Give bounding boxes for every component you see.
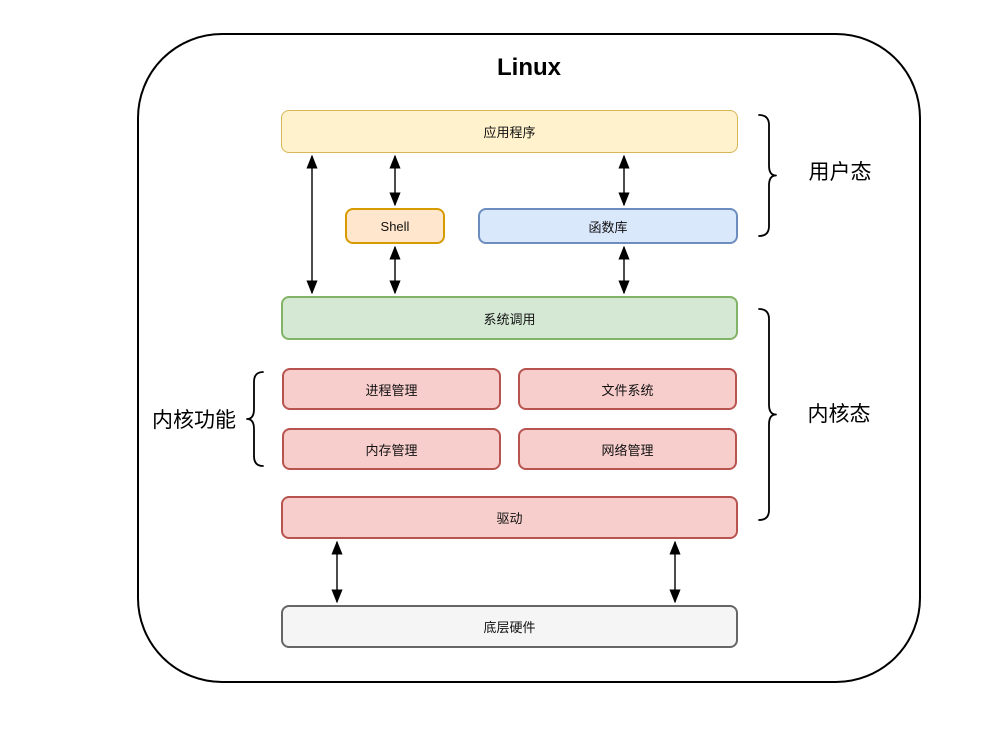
kernel-mode-label: 内核态	[807, 403, 871, 426]
box-memory-management: 内存管理	[282, 428, 501, 470]
box-file-system-label: 文件系统	[601, 382, 654, 398]
box-shell-label: Shell	[380, 218, 410, 234]
box-process-management-label: 进程管理	[365, 382, 418, 398]
box-applications-label: 应用程序	[483, 125, 536, 140]
box-system-call: 系统调用	[281, 296, 738, 340]
box-network-management-label: 网络管理	[601, 442, 654, 458]
outer-system-boundary	[137, 33, 921, 683]
box-memory-management-label: 内存管理	[365, 442, 418, 458]
box-driver: 驱动	[281, 496, 738, 539]
box-file-system: 文件系统	[518, 368, 737, 410]
box-underlying-hardware-label: 底层硬件	[483, 620, 536, 635]
box-function-library: 函数库	[478, 208, 738, 244]
box-applications: 应用程序	[281, 110, 738, 153]
box-driver-label: 驱动	[496, 511, 523, 526]
box-function-library-label: 函数库	[588, 219, 628, 235]
kernel-functions-label: 内核功能	[152, 409, 236, 432]
user-mode-label: 用户态	[808, 161, 872, 184]
diagram-title: Linux	[497, 54, 561, 81]
box-system-call-label: 系统调用	[483, 311, 536, 327]
box-shell: Shell	[345, 208, 445, 244]
box-process-management: 进程管理	[282, 368, 501, 410]
box-network-management: 网络管理	[518, 428, 737, 470]
box-underlying-hardware: 底层硬件	[281, 605, 738, 648]
